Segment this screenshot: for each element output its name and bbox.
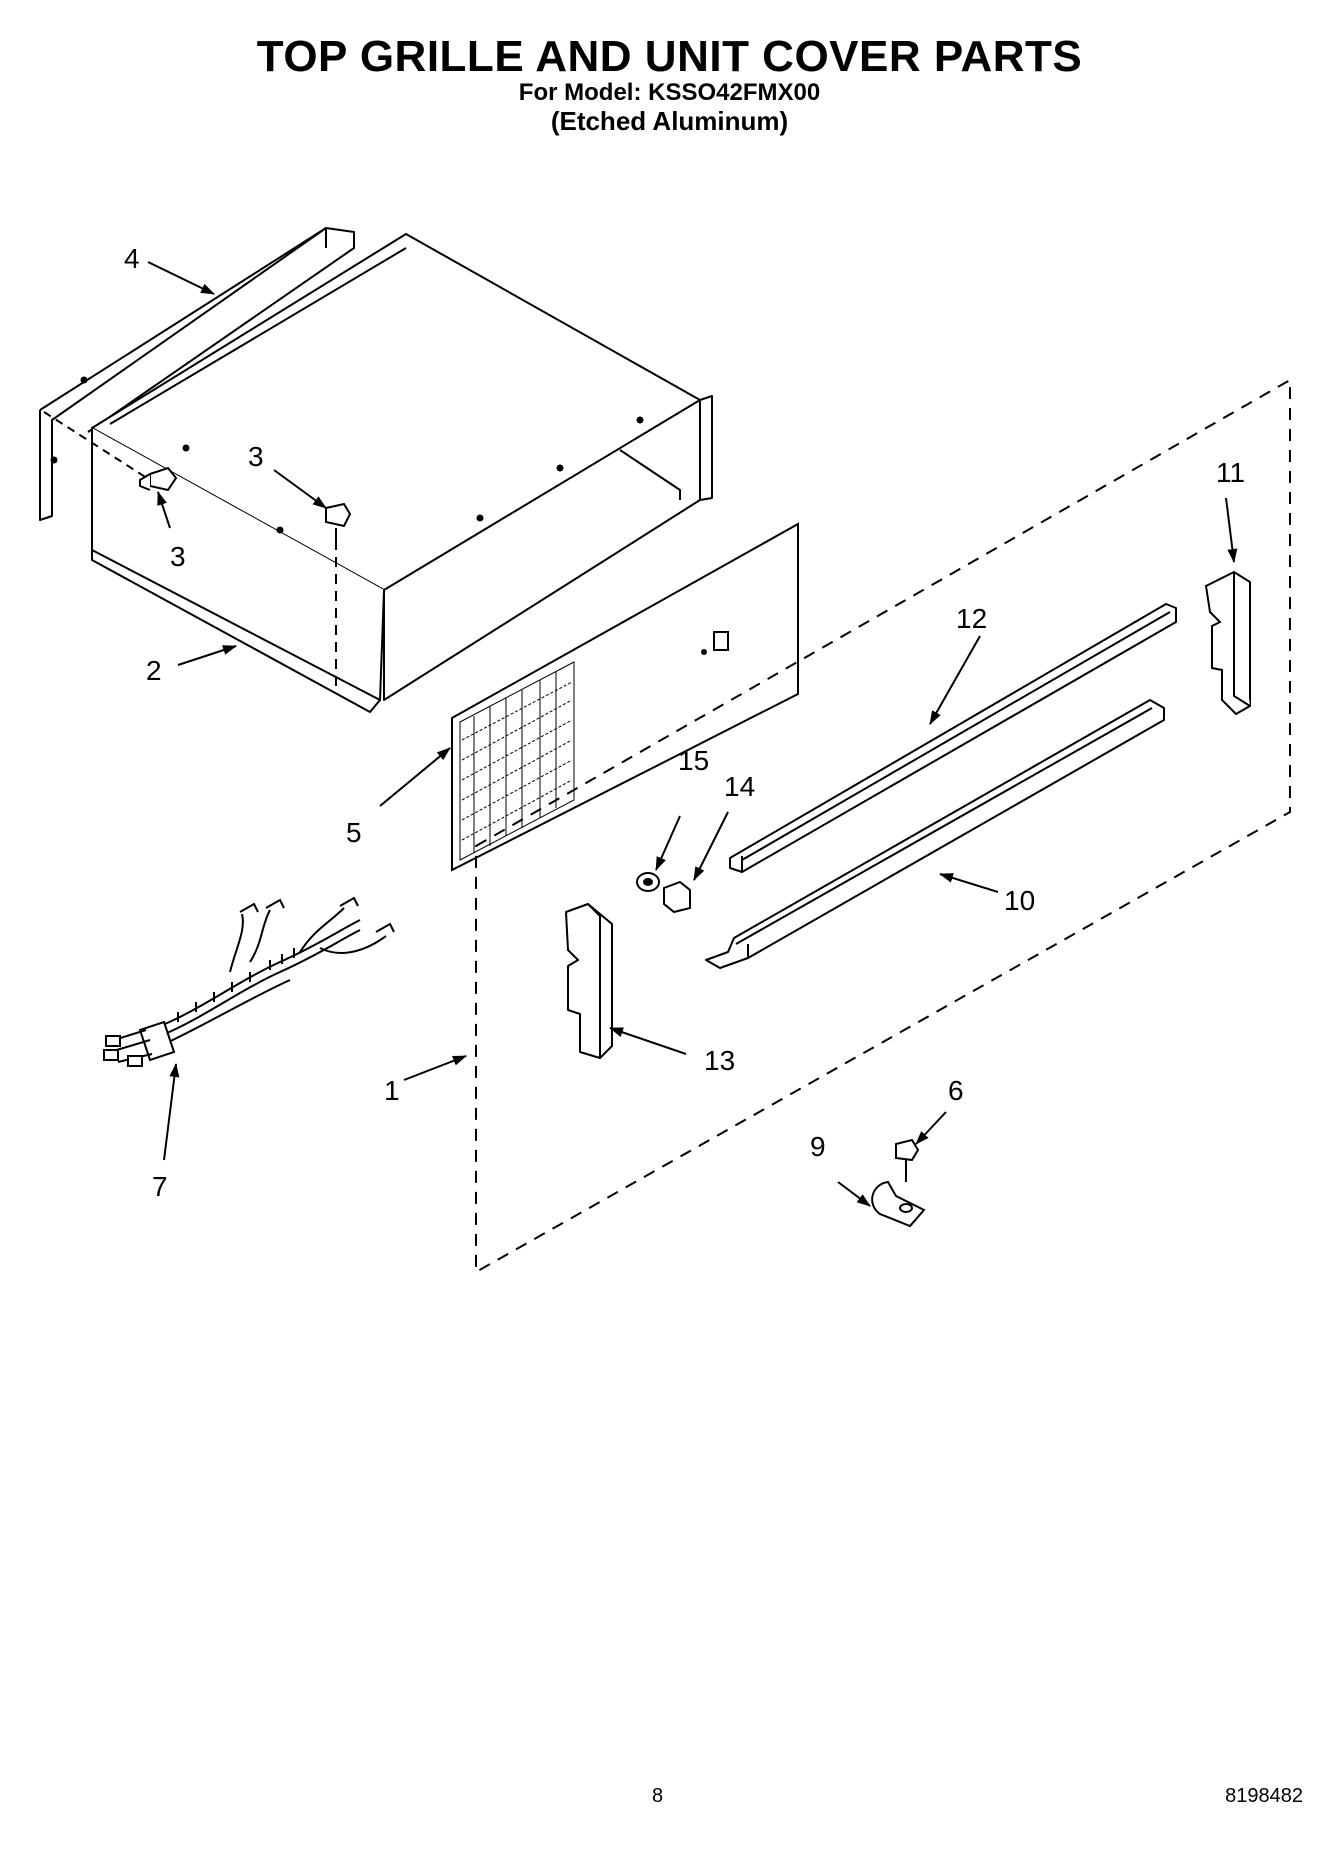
callout-15: 15 xyxy=(678,745,709,776)
page-header: TOP GRILLE AND UNIT COVER PARTS For Mode… xyxy=(0,32,1339,137)
callout-7: 7 xyxy=(152,1171,168,1202)
document-number: 8198482 xyxy=(1225,1785,1303,1807)
rail-part-10 xyxy=(705,699,1165,969)
screw-part-6 xyxy=(895,1138,920,1182)
screw-part-3-top xyxy=(325,502,352,544)
callout-12: 12 xyxy=(956,603,987,634)
clip-part-14 xyxy=(663,880,691,914)
model-line: For Model: KSSO42FMX00 xyxy=(518,79,821,106)
callout-11: 11 xyxy=(1216,457,1245,488)
callout-9: 9 xyxy=(810,1131,826,1162)
callout-6: 6 xyxy=(948,1075,964,1106)
callout-3-top: 3 xyxy=(248,441,264,472)
callout-5: 5 xyxy=(346,817,362,848)
callout-14: 14 xyxy=(724,771,755,802)
callout-2: 2 xyxy=(146,655,162,686)
bracket-part-11 xyxy=(1204,570,1251,716)
wire-harness-part-7 xyxy=(103,896,395,1067)
knob-part-15 xyxy=(636,872,660,892)
leader-arrows xyxy=(147,261,1238,1207)
callout-3-left: 3 xyxy=(170,541,186,572)
rail-part-12 xyxy=(729,603,1177,873)
bracket-part-13 xyxy=(565,903,613,1059)
front-panel-label-block xyxy=(459,661,575,861)
finish-line: (Etched Aluminum) xyxy=(550,106,789,136)
grille-outline-part-1 xyxy=(475,378,1291,1274)
callout-10: 10 xyxy=(1004,885,1035,916)
callout-labels: 4 3 3 2 5 11 12 15 14 10 13 1 7 9 6 xyxy=(124,243,1245,1202)
callout-1: 1 xyxy=(384,1075,400,1106)
callout-4: 4 xyxy=(124,243,140,274)
page-title: TOP GRILLE AND UNIT COVER PARTS xyxy=(256,32,1083,81)
callout-13: 13 xyxy=(704,1045,735,1076)
screw-part-3-left xyxy=(139,466,178,492)
clip-part-9 xyxy=(871,1180,926,1228)
page-number: 8 xyxy=(651,1785,664,1807)
